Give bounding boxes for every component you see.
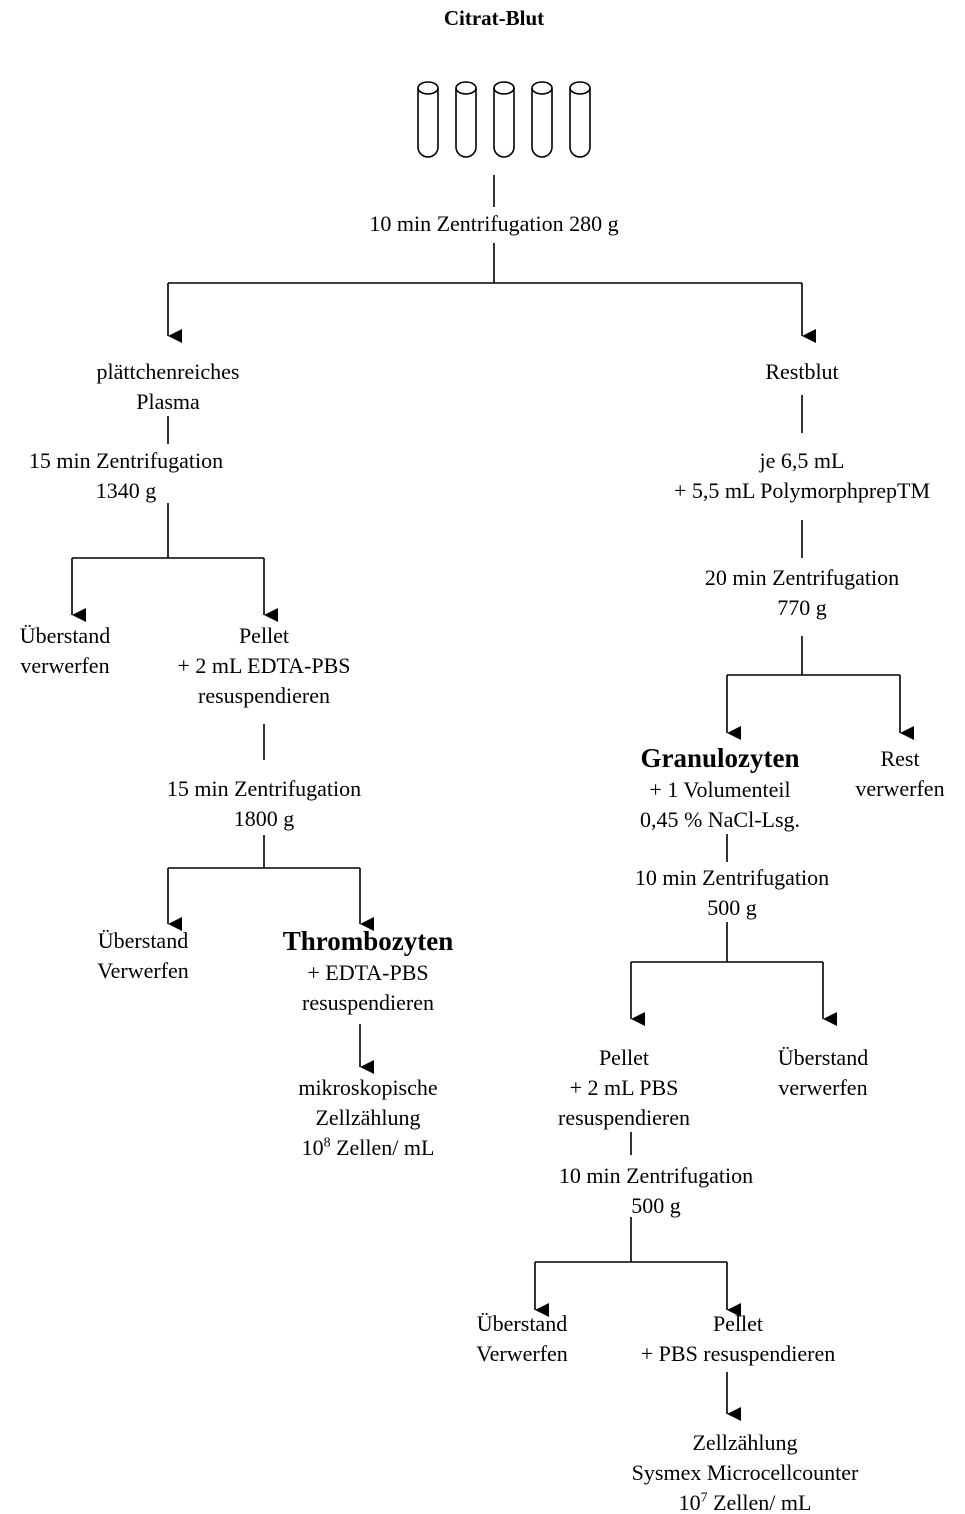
node-line: + 2 mL PBS	[569, 1075, 679, 1100]
concentration-exponent: 8	[323, 1135, 331, 1151]
left-centrifugation-1340g: 15 min Zentrifugation 1340 g	[4, 446, 248, 506]
left-pellet-edta-pbs: Pellet + 2 mL EDTA-PBS resuspendieren	[154, 621, 374, 711]
test-tube-icon	[455, 81, 477, 158]
granulocytes-label: Granulozyten	[640, 743, 800, 773]
node-line: Verwerfen	[476, 1341, 568, 1366]
concentration-unit: Zellen/ mL	[707, 1490, 812, 1514]
node-line: Überstand	[19, 623, 111, 648]
test-tube-icon	[569, 81, 591, 158]
node-line: 15 min Zentrifugation	[28, 448, 224, 473]
node-line: verwerfen	[855, 776, 945, 801]
node-line: Sysmex Microcellcounter	[631, 1460, 859, 1485]
left-centrifugation-1800g: 15 min Zentrifugation 1800 g	[152, 774, 376, 834]
node-line: 0,45 % NaCl-Lsg.	[639, 807, 801, 832]
diagram-title: Citrat-Blut	[394, 3, 594, 33]
node-line: Zellzählung	[315, 1105, 421, 1130]
node-line: verwerfen	[778, 1075, 868, 1100]
thrombocytes-node: Thrombozyten + EDTA-PBS resuspendieren	[258, 924, 478, 1018]
node-line: 15 min Zentrifugation	[166, 776, 362, 801]
right-supernatant-discard-1: Überstand verwerfen	[758, 1043, 888, 1103]
platelet-rich-plasma: plättchenreiches Plasma	[68, 357, 268, 417]
node-line: + 1 Volumenteil	[649, 777, 791, 802]
node-line: resuspendieren	[558, 1105, 690, 1130]
thrombocytes-label: Thrombozyten	[282, 926, 454, 956]
polymorphprep-step: je 6,5 mL + 5,5 mL PolymorphprepTM	[656, 446, 948, 506]
node-line: Überstand	[97, 928, 189, 953]
node-line: 10 min Zentrifugation	[558, 1163, 754, 1188]
node-line: Verwerfen	[97, 958, 189, 983]
node-line: resuspendieren	[302, 990, 434, 1015]
test-tube-icon	[531, 81, 553, 158]
right-cell-count: Zellzählung Sysmex Microcellcounter 107 …	[600, 1428, 890, 1514]
concentration-exponent: 7	[700, 1490, 708, 1506]
concentration-base: 10	[678, 1490, 701, 1514]
node-line: Restblut	[765, 359, 839, 384]
node-line: 500 g	[631, 1193, 681, 1218]
right-centrifugation-500g-1: 10 min Zentrifugation 500 g	[612, 863, 852, 923]
node-line: je 6,5 mL	[759, 448, 845, 473]
rest-discard: Rest verwerfen	[840, 744, 960, 804]
granulocytes-node: Granulozyten + 1 Volumenteil 0,45 % NaCl…	[610, 741, 830, 835]
test-tube-icon	[493, 81, 515, 158]
cell-concentration: 107 Zellen/ mL	[600, 1488, 890, 1514]
node-line: 500 g	[707, 895, 757, 920]
node-line: + PBS resuspendieren	[640, 1341, 836, 1366]
concentration-base: 10	[301, 1135, 324, 1160]
step-label: 10 min Zentrifugation 280 g	[369, 211, 619, 236]
concentration-unit: Zellen/ mL	[330, 1135, 435, 1160]
node-line: 10 min Zentrifugation	[634, 865, 830, 890]
rest-blood: Restblut	[742, 357, 862, 387]
node-line: Überstand	[476, 1311, 568, 1336]
right-supernatant-discard-2: Überstand Verwerfen	[457, 1309, 587, 1369]
right-pellet-pbs: Pellet + 2 mL PBS resuspendieren	[524, 1043, 724, 1133]
left-supernatant-discard-1: Überstand verwerfen	[0, 621, 130, 681]
node-line: 20 min Zentrifugation	[704, 565, 900, 590]
node-line: resuspendieren	[198, 683, 330, 708]
node-line: Rest	[880, 746, 920, 771]
node-line: 1340 g	[95, 478, 157, 503]
node-line: 1800 g	[233, 806, 295, 831]
node-line: Zellzählung	[692, 1430, 798, 1455]
right-centrifugation-770g: 20 min Zentrifugation 770 g	[690, 563, 914, 623]
node-line: plättchenreiches	[96, 359, 240, 384]
node-line: Pellet	[598, 1045, 650, 1070]
node-line: mikroskopische	[298, 1075, 438, 1100]
node-line: 770 g	[777, 595, 827, 620]
node-line: + 5,5 mL PolymorphprepTM	[673, 478, 931, 503]
right-centrifugation-500g-2: 10 min Zentrifugation 500 g	[536, 1161, 776, 1221]
title-text: Citrat-Blut	[443, 6, 545, 30]
node-line: Pellet	[238, 623, 290, 648]
step-centrifugation-280g: 10 min Zentrifugation 280 g	[364, 209, 624, 239]
node-line: verwerfen	[20, 653, 110, 678]
left-supernatant-discard-2: Überstand Verwerfen	[78, 926, 208, 986]
node-line: + 2 mL EDTA-PBS	[177, 653, 351, 678]
left-cell-count: mikroskopische Zellzählung 108 Zellen/ m…	[268, 1073, 468, 1163]
node-line: Pellet	[712, 1311, 764, 1336]
node-line: + EDTA-PBS	[307, 960, 429, 985]
right-pellet-final: Pellet + PBS resuspendieren	[618, 1309, 858, 1369]
node-line: Überstand	[777, 1045, 869, 1070]
cell-concentration: 108 Zellen/ mL	[268, 1133, 468, 1163]
test-tube-icon	[417, 81, 439, 158]
node-line: Plasma	[136, 389, 200, 414]
